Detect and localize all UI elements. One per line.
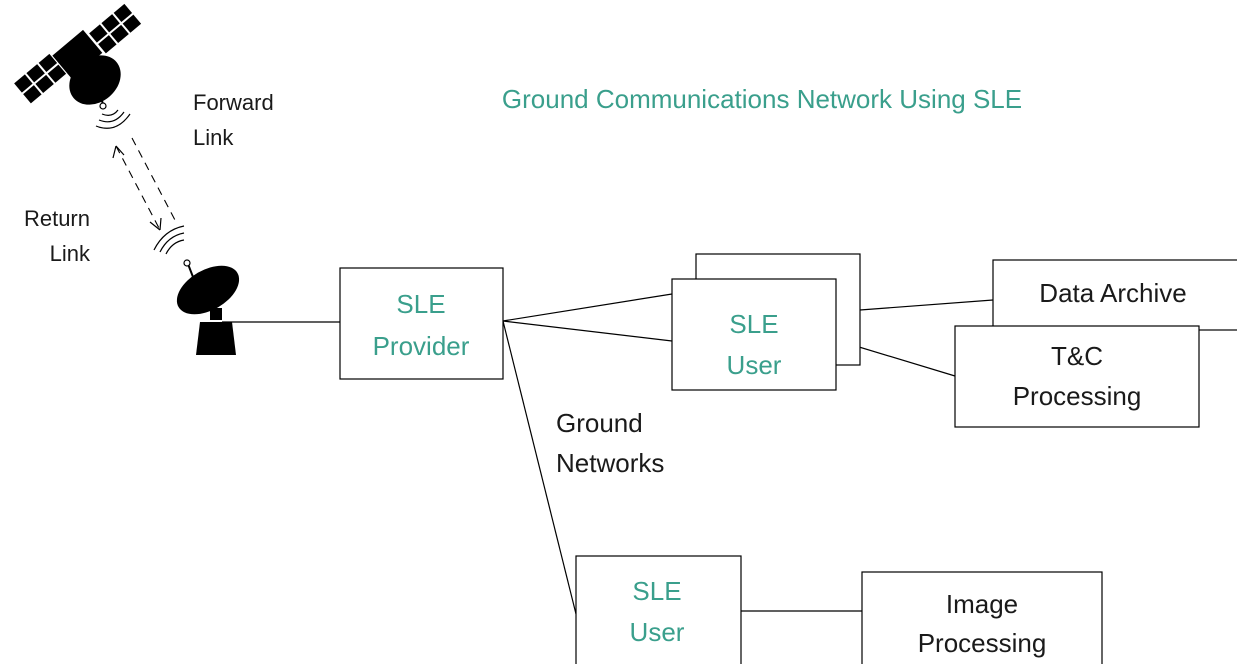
- diagram-title: Ground Communications Network Using SLE: [502, 84, 1022, 114]
- svg-text:User: User: [630, 617, 685, 647]
- svg-text:User: User: [727, 350, 782, 380]
- forward-link-label: Forward Link: [193, 90, 274, 150]
- return-link-label: Return Link: [24, 206, 91, 266]
- tc-processing-node: T&C Processing: [954, 325, 1200, 428]
- data-archive-node: Data Archive: [992, 259, 1237, 331]
- svg-text:Provider: Provider: [373, 331, 470, 361]
- svg-text:Forward: Forward: [193, 90, 274, 115]
- svg-text:Processing: Processing: [1013, 381, 1142, 411]
- svg-text:Data Archive: Data Archive: [1039, 278, 1186, 308]
- svg-text:Return: Return: [24, 206, 90, 231]
- ground-networks-label: Ground Networks: [556, 408, 664, 478]
- svg-text:Networks: Networks: [556, 448, 664, 478]
- svg-text:SLE: SLE: [729, 309, 778, 339]
- svg-text:Image: Image: [946, 589, 1018, 619]
- image-processing-node: Image Processing: [861, 571, 1103, 664]
- svg-text:Ground: Ground: [556, 408, 643, 438]
- svg-text:T&C: T&C: [1051, 341, 1103, 371]
- satellite-icon: [14, 3, 142, 129]
- ground-antenna-icon: [153, 225, 240, 355]
- link-arrows: [112, 137, 177, 231]
- svg-text:SLE: SLE: [632, 576, 681, 606]
- svg-text:Processing: Processing: [918, 628, 1047, 658]
- sle-user-bottom-node: SLE User: [575, 555, 742, 664]
- svg-text:Link: Link: [193, 125, 234, 150]
- svg-text:Link: Link: [50, 241, 91, 266]
- svg-text:SLE: SLE: [396, 289, 445, 319]
- sle-provider-node: SLE Provider: [339, 267, 504, 380]
- sle-user-top-node: SLE User: [671, 253, 861, 391]
